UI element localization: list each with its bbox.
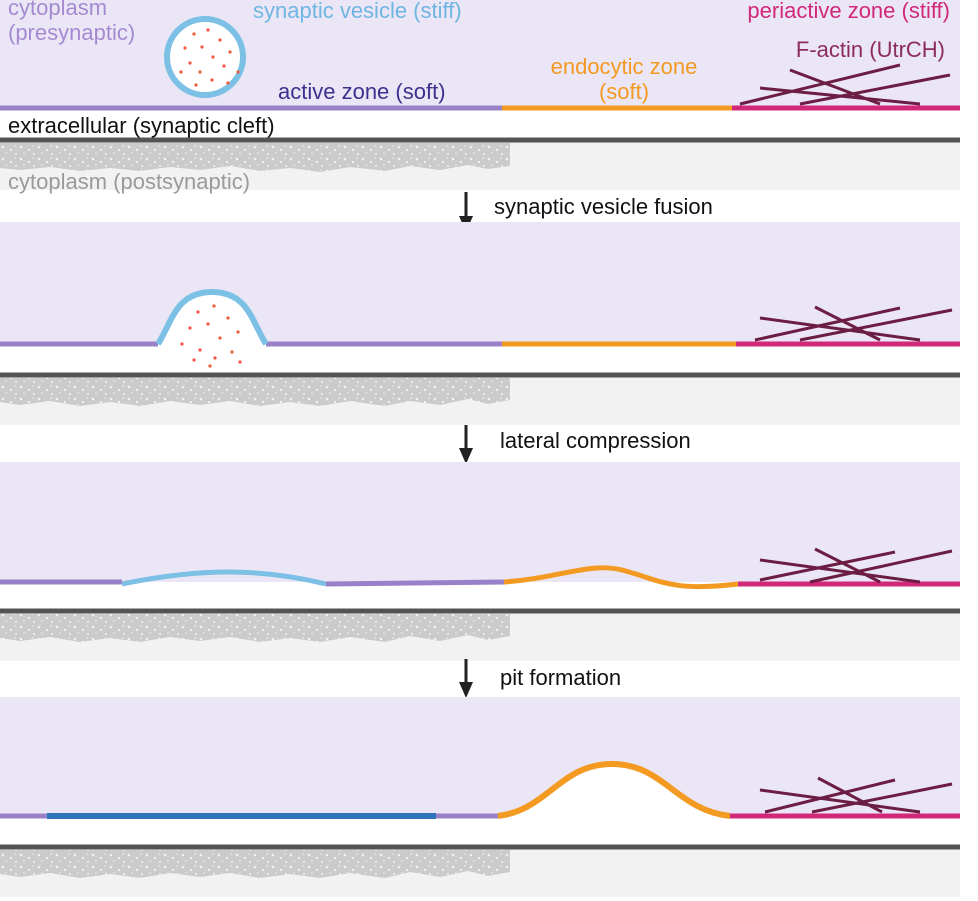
step-label-3: pit formation bbox=[500, 665, 621, 690]
vesicle-cargo-dots bbox=[179, 28, 240, 87]
vesicle-cargo-dots bbox=[180, 304, 242, 368]
fused-vesicle-membrane bbox=[155, 288, 269, 346]
f-actin-network bbox=[739, 63, 951, 106]
synaptic-cleft-bg bbox=[0, 108, 960, 140]
postsynaptic-texture bbox=[0, 614, 510, 642]
presynaptic-cytoplasm-bg bbox=[0, 462, 960, 582]
label-periactive-zone: periactive zone (stiff) bbox=[747, 0, 950, 23]
endocytic-pit-membrane bbox=[497, 760, 731, 819]
postsynaptic-texture bbox=[0, 850, 510, 878]
label-extracellular: extracellular (synaptic cleft) bbox=[8, 113, 275, 138]
postsynaptic-texture bbox=[0, 143, 510, 172]
endocytic-zone-membrane bbox=[503, 565, 739, 590]
f-actin-network bbox=[759, 776, 953, 814]
label-cytoplasm-postsynaptic: cytoplasm (postsynaptic) bbox=[8, 169, 250, 194]
label-active-zone: active zone (soft) bbox=[278, 79, 446, 104]
label-f-actin: F-actin (UtrCH) bbox=[796, 37, 945, 62]
flattened-vesicle-membrane bbox=[121, 569, 327, 587]
step-label-2: lateral compression bbox=[500, 428, 691, 453]
label-cytoplasm-presynaptic-line2: (presynaptic) bbox=[8, 20, 135, 45]
postsynaptic-texture bbox=[0, 378, 510, 406]
label-synaptic-vesicle: synaptic vesicle (stiff) bbox=[253, 0, 462, 23]
label-endocytic-zone-line1: endocytic zone bbox=[551, 54, 698, 79]
active-zone-membrane bbox=[325, 579, 505, 587]
panel-3 bbox=[0, 462, 960, 661]
f-actin-network bbox=[759, 547, 953, 584]
synaptic-vesicle bbox=[164, 16, 246, 98]
step-arrow-2 bbox=[459, 425, 473, 464]
pit-interior bbox=[498, 764, 730, 816]
label-cytoplasm-presynaptic-line1: cytoplasm bbox=[8, 0, 107, 20]
panel-4 bbox=[0, 697, 960, 897]
step-label-1: synaptic vesicle fusion bbox=[494, 194, 713, 219]
panel-1: cytoplasm (presynaptic) synaptic vesicle… bbox=[0, 0, 960, 194]
panel-2 bbox=[0, 222, 960, 425]
f-actin-network bbox=[754, 305, 953, 342]
label-endocytic-zone-line2: (soft) bbox=[599, 79, 649, 104]
step-arrow-3 bbox=[459, 659, 473, 698]
